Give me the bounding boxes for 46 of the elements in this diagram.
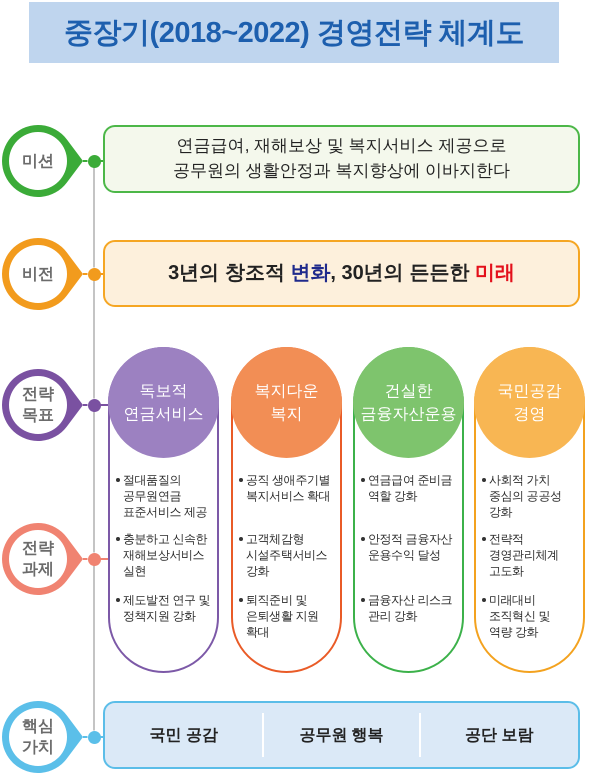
bullet-text: 공직 생애주기별 복지서비스 확대 <box>246 472 332 504</box>
value-text: 공단 보람 <box>464 726 534 746</box>
statement-text: 3년의 창조적 변화, 30년의 든든한 미래 <box>168 261 515 286</box>
timeline-dot <box>88 730 100 744</box>
title-text: 중장기(2018~2022) 경영전략 체계도 <box>64 16 524 50</box>
bullet-text: 미래대비 조직혁신 및 역량 강화 <box>489 592 551 640</box>
bullet-text: 사회적 가치 중심의 공공성 강화 <box>489 472 563 520</box>
connector-line <box>83 736 88 738</box>
timeline-dot <box>88 552 100 566</box>
bullet-text: 안정적 금융자산 운용수익 달성 <box>368 531 454 563</box>
connector-line <box>100 404 108 406</box>
connector-line <box>83 160 88 162</box>
pin-label: 미션 <box>22 152 54 172</box>
connector-line <box>83 273 88 275</box>
statement-text: 연금급여, 재해보상 및 복지서비스 제공으로 공무원의 생활안정과 복지향상에 이바지한다 <box>172 135 512 182</box>
bullet-text: 절대품질의 공무원연금 표준서비스 제공 <box>123 472 208 520</box>
pin-label: 핵심 가치 <box>21 717 55 758</box>
pin-label: 전략 과제 <box>21 539 55 580</box>
bullet-text: 퇴직준비 및 은퇴생활 지원 확대 <box>246 592 320 640</box>
heading-text: 독보적 연금서비스 <box>122 382 204 424</box>
timeline-dot <box>88 398 100 412</box>
bullet-text: 고객체감형 시설주택서비스 강화 <box>246 531 328 579</box>
connector-line <box>93 412 95 552</box>
connector-line <box>93 280 95 398</box>
bullet-text: 연금급여 준비금 역할 강화 <box>368 472 454 504</box>
bullet-text: 전략적 경영관리체계 고도화 <box>489 531 560 579</box>
timeline-dot <box>88 154 100 168</box>
value-text: 공무원 행복 <box>299 726 384 746</box>
bullet-text: 금융자산 리스크 관리 강화 <box>368 592 454 624</box>
connector-line <box>83 558 88 560</box>
bullet-text: 제도발전 연구 및 정책지원 강화 <box>123 592 212 624</box>
rounded-box <box>103 240 580 307</box>
bullet-text: 충분하고 신속한 재해보상서비스 실현 <box>123 531 208 579</box>
heading-text: 건실한 금융자산운용 <box>360 382 458 424</box>
heading-text: 복지다운 복지 <box>254 382 320 424</box>
pin-label: 비전 <box>22 264 54 284</box>
rounded-box <box>103 701 580 769</box>
connector-line <box>93 566 95 730</box>
connector-line <box>93 168 95 268</box>
value-text: 국민 공감 <box>150 726 218 746</box>
rounded-box <box>103 125 580 193</box>
pin-label: 전략 목표 <box>21 385 55 426</box>
timeline-dot <box>88 268 100 280</box>
connector-line <box>83 404 88 406</box>
connector-line <box>100 558 108 560</box>
heading-text: 국민공감 경영 <box>496 382 562 424</box>
